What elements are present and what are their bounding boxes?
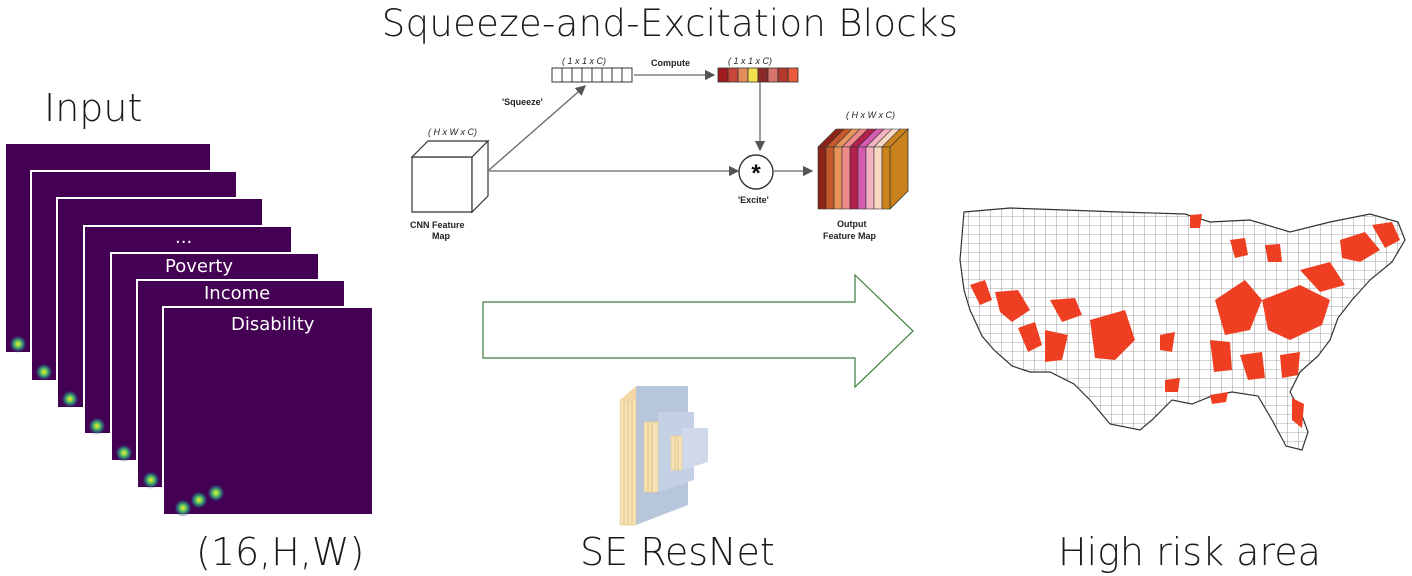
multiply-symbol: * [751,160,761,187]
output-slice [841,146,851,210]
excitation-vector [717,67,799,83]
layer-label-income: Income [204,283,271,304]
diagram-title: Squeeze-and-Excitation Blocks [381,2,959,45]
output-slice [817,146,827,210]
input-shape-label: (16,H,W) [196,530,365,574]
output-dims-label: ( H x W x C) [846,110,895,120]
compute-label: Compute [651,58,690,68]
squeeze-vector [551,67,633,83]
input-dims-label: ( H x W x C) [428,127,477,137]
output-slice [881,146,891,210]
output-slice [825,146,835,210]
excitation-channel [737,67,749,83]
cnn-feature-map-cube [410,139,490,214]
input-hotspots [9,335,225,517]
output-slice [873,146,883,210]
output-feature-map-cube [817,128,909,210]
compute-dims-label: ( 1 x 1 x C) [728,56,772,66]
excitation-channel [727,67,739,83]
squeeze-label: 'Squeeze' [502,97,543,107]
excitation-channel [747,67,759,83]
squeeze-dims-label: ( 1 x 1 x C) [562,56,606,66]
squeeze-arrow [488,85,586,171]
output-map-label-line2: Feature Map [823,231,877,241]
output-map-label-line1: Output [837,219,867,229]
input-title: Input [44,86,143,130]
excitation-channel [757,67,769,83]
flow-arrow [482,273,914,389]
se-resnet-icon [619,386,708,526]
scale-multiply-node [738,154,774,190]
excitation-channel [767,67,779,83]
layer-label-ellipsis: ... [175,227,193,248]
excitation-channel [787,67,799,83]
excitation-channel [777,67,789,83]
output-slice [849,146,859,210]
excite-label: 'Excite' [738,195,769,205]
layer-label-poverty: Poverty [165,256,234,277]
input-map-label-line2: Map [432,231,451,241]
layer-label-disability: Disability [231,314,315,335]
output-slice [833,146,843,210]
input-map-label-line1: CNN Feature [410,220,465,230]
output-label: High risk area [1058,530,1321,574]
us-risk-map [959,207,1406,451]
output-slice [865,146,875,210]
excitation-channel [717,67,729,83]
output-slice [857,146,867,210]
input-layer-disability: Disability [162,306,374,516]
model-label: SE ResNet [580,530,775,574]
high-risk-regions [970,214,1400,428]
